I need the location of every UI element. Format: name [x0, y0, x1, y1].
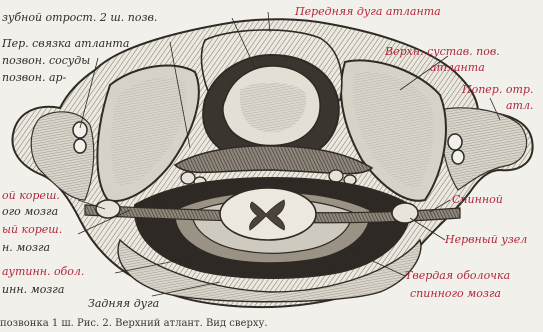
label-vessels: позвон. сосуды: [2, 55, 90, 67]
label-ventral-root: ой кореш.: [2, 190, 60, 202]
label-nerve-node: Нервный узел: [445, 234, 527, 246]
label-arachnoid: аутинн. обол.: [2, 266, 84, 278]
right-foramen-2: [452, 150, 464, 164]
label-superior-joint: Верхн. сустав. пов.: [385, 46, 500, 58]
label-dura-mater: Твердая оболочка: [405, 270, 510, 282]
label-transverse-process: Попер. отр.: [462, 84, 533, 96]
label-atlas-right-2: атл.: [506, 100, 534, 112]
label-posterior-arch: Задняя дуга: [88, 298, 159, 310]
label-atlas-right: атланта: [430, 62, 485, 74]
label-spinal-cord-3: инн. мозга: [2, 284, 64, 296]
right-foramen-1: [448, 134, 462, 150]
figure-caption: позвонка 1 ш. Рис. 2. Верхний атлант. Ви…: [0, 318, 543, 329]
label-spinal-cord-2: н. мозга: [2, 242, 50, 254]
left-foramen-1: [73, 122, 87, 138]
right-ganglion: [392, 203, 418, 223]
label-vertebral-artery: позвон. ар-: [2, 72, 66, 84]
label-odontoid-process: зубной отрост. 2 ш. позв.: [2, 12, 157, 24]
label-dura-mater-2: спинного мозга: [410, 288, 501, 300]
left-vessel-1: [181, 172, 195, 184]
left-ganglion: [96, 200, 120, 218]
label-spinal-right: Спинной: [452, 194, 503, 206]
label-dorsal-root: ый кореш.: [2, 224, 62, 236]
left-foramen-2: [74, 139, 86, 153]
right-vessel-1: [329, 170, 343, 182]
label-anterior-arch: Передняя дуга атланта: [295, 6, 441, 18]
label-transverse-ligament: Пер. связка атланта: [2, 38, 129, 50]
label-spinal-cord-1: ого мозга: [2, 206, 58, 218]
